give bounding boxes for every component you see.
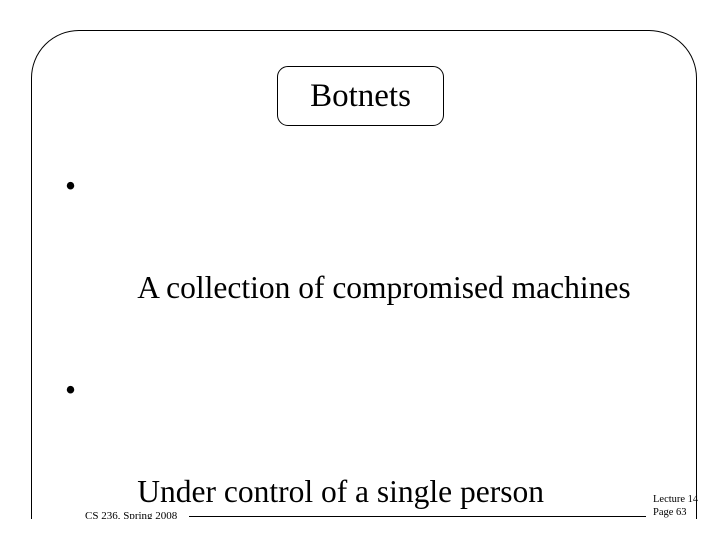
bullet-marker-icon: •	[65, 168, 77, 203]
slide-body: • A collection of compromised machines •…	[52, 160, 692, 540]
slide-title: Botnets	[310, 77, 411, 114]
footer-page-info: Lecture 14 Page 63	[653, 493, 698, 519]
footer-page-label: Page 63	[653, 507, 687, 518]
footer-lecture-label: Lecture 14	[653, 494, 699, 505]
list-item: • A collection of compromised machines	[52, 160, 692, 364]
slide-title-box: Botnets	[277, 66, 444, 126]
list-item: • Under control of a single person	[52, 364, 692, 540]
footer-divider	[189, 516, 646, 517]
frame-bottom-mask	[0, 519, 720, 540]
list-item-text: Under control of a single person	[137, 474, 545, 509]
list-item-text: A collection of compromised machines	[137, 270, 631, 305]
bullet-marker-icon: •	[65, 372, 77, 407]
